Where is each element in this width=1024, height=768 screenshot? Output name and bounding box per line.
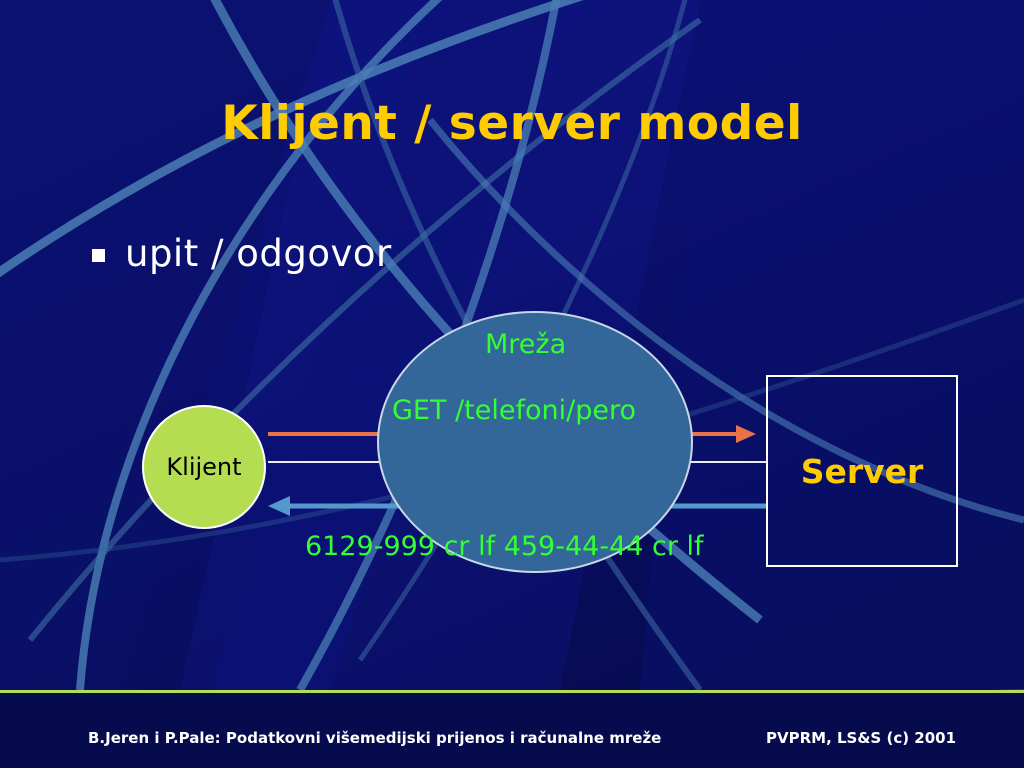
server-node: Server: [766, 375, 958, 567]
footer-band: [0, 690, 1024, 768]
response-text: 6129-999 cr lf 459-44-44 cr lf: [305, 531, 704, 562]
bullet-item: upit / odgovor: [92, 232, 392, 275]
server-label: Server: [800, 451, 924, 491]
footer-accent-line: [0, 690, 1024, 693]
client-node: Klijent: [142, 405, 266, 529]
slide-title: Klijent / server model: [221, 96, 803, 151]
network-ellipse: [377, 311, 693, 573]
request-text: GET /telefoni/pero: [392, 395, 636, 426]
client-label: Klijent: [166, 453, 242, 481]
footer-left-text: B.Jeren i P.Pale: Podatkovni višemedijsk…: [88, 729, 662, 747]
bullet-label: upit / odgovor: [125, 232, 392, 275]
network-label: Mreža: [485, 329, 567, 360]
bullet-square-icon: [92, 249, 105, 262]
footer-right-text: PVPRM, LS&S (c) 2001: [766, 729, 957, 747]
